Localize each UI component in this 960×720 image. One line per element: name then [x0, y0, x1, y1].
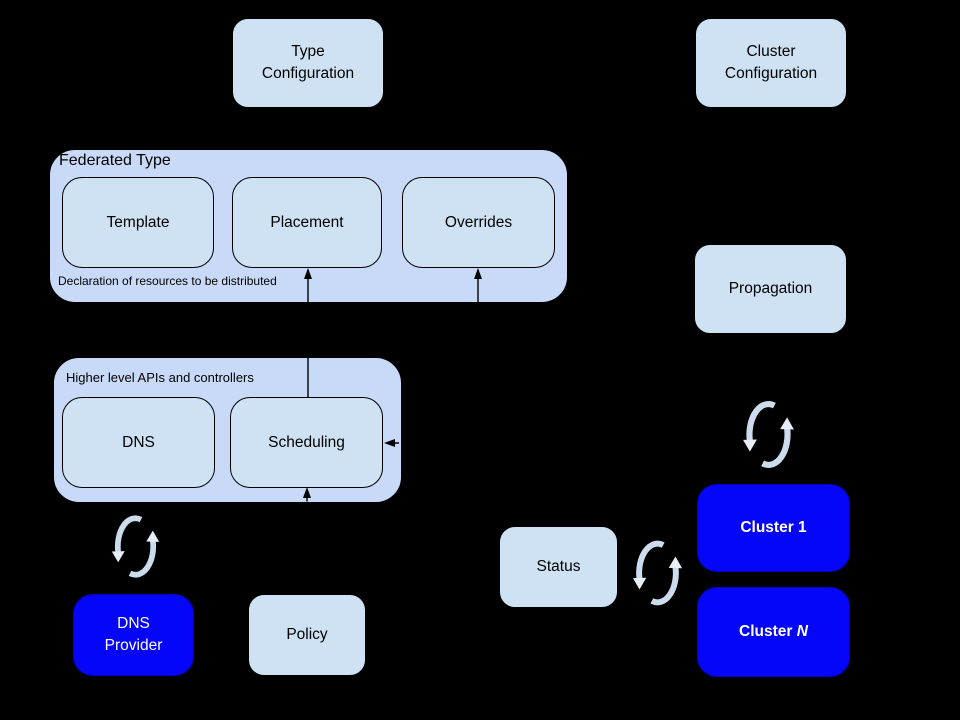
policy-node: Policy — [248, 594, 366, 676]
scheduling-label: Scheduling — [268, 433, 345, 451]
template-node: Template — [62, 177, 214, 268]
federated-type-caption: Declaration of resources to be distribut… — [58, 274, 277, 288]
cluster-configuration-node: Cluster Configuration — [695, 18, 847, 108]
cluster-1-node: Cluster 1 — [697, 484, 850, 572]
federated-type-title: Federated Type — [59, 152, 171, 169]
cluster-n-italic-n: N — [796, 623, 808, 641]
status-node: Status — [499, 526, 618, 608]
cluster-1-label: Cluster 1 — [740, 519, 807, 537]
status-label: Status — [536, 558, 581, 576]
higher-apis-title: Higher level APIs and controllers — [66, 370, 254, 385]
propagation-node: Propagation — [694, 244, 847, 334]
dns-label: DNS — [122, 433, 155, 451]
overrides-node: Overrides — [402, 177, 555, 268]
placement-label: Placement — [270, 213, 344, 231]
template-label: Template — [106, 213, 170, 231]
type-configuration-node: Type Configuration — [232, 18, 384, 108]
dns-provider-node: DNS Provider — [73, 594, 194, 676]
dns-provider-label: DNS Provider — [104, 615, 163, 654]
sync-icon — [743, 401, 794, 468]
overrides-label: Overrides — [444, 213, 513, 231]
sync-icon — [632, 540, 683, 606]
type-configuration-label: Type Configuration — [261, 43, 355, 82]
cluster-configuration-label: Cluster Configuration — [724, 43, 818, 82]
dns-node: DNS — [62, 397, 215, 488]
placement-node: Placement — [232, 177, 382, 268]
cluster-n-label: Cluster N — [739, 623, 808, 641]
scheduling-node: Scheduling — [230, 397, 383, 488]
propagation-label: Propagation — [728, 280, 813, 298]
policy-label: Policy — [286, 626, 328, 644]
sync-icon — [111, 515, 160, 578]
cluster-n-node: Cluster N — [697, 587, 850, 677]
